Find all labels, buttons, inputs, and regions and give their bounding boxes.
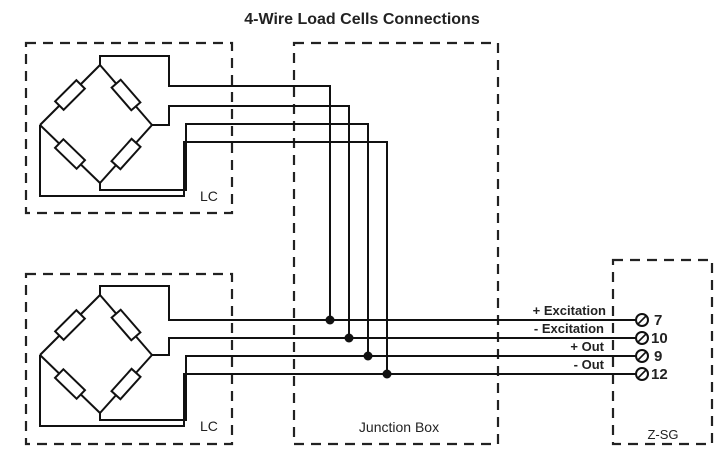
bus-plus-excitation — [99, 285, 636, 321]
terminal-screw — [635, 367, 649, 381]
bridge-resistor — [39, 294, 101, 356]
load-cell-2-wiring — [39, 285, 636, 427]
bridge-resistor — [39, 354, 101, 414]
load-cell-2-enclosure — [24, 272, 234, 446]
terminal-screw — [635, 313, 649, 327]
signal-label-minus-excitation: - Excitation — [534, 321, 604, 336]
load-cell-1-label: LC — [200, 188, 218, 204]
terminal-number: 9 — [654, 348, 662, 365]
wire-plus-out — [152, 105, 350, 338]
bus-minus-out — [39, 355, 636, 427]
bridge-resistor — [39, 64, 101, 126]
bridge-resistor — [99, 294, 153, 356]
load-cell-2-label: LC — [200, 418, 218, 434]
junction-node — [344, 333, 354, 343]
bridge-resistor — [99, 64, 153, 126]
junction-node — [363, 351, 373, 361]
terminal-number: 10 — [651, 330, 668, 347]
load-cell-1-enclosure — [24, 41, 234, 215]
junction-node — [382, 369, 392, 379]
wire-minus-out — [99, 123, 369, 356]
bridge-resistor — [99, 354, 153, 414]
terminal-screw — [635, 349, 649, 363]
terminal-number: 7 — [654, 312, 662, 329]
module-label: Z-SG — [647, 427, 678, 442]
terminal-number: 12 — [651, 366, 668, 383]
terminal-block — [635, 313, 649, 381]
junction-node — [325, 315, 335, 325]
bus-plus-out — [99, 355, 636, 421]
terminal-screw — [635, 331, 649, 345]
load-cell-1-wiring — [39, 55, 388, 374]
signal-label-minus-out: - Out — [574, 357, 605, 372]
bus-minus-excitation — [152, 337, 636, 356]
signal-label-plus-out: + Out — [570, 339, 604, 354]
diagram-title: 4-Wire Load Cells Connections — [244, 11, 480, 28]
wire-minus-excitation — [39, 125, 388, 374]
junction-box-label: Junction Box — [359, 419, 439, 435]
load-cell-1-bridge — [39, 64, 153, 184]
junction-box-enclosure — [292, 41, 500, 446]
module-enclosure — [611, 258, 714, 446]
bridge-resistor — [39, 124, 101, 184]
load-cell-2-bridge — [39, 294, 153, 414]
bridge-resistor — [99, 124, 153, 184]
signal-label-plus-excitation: + Excitation — [533, 303, 606, 318]
